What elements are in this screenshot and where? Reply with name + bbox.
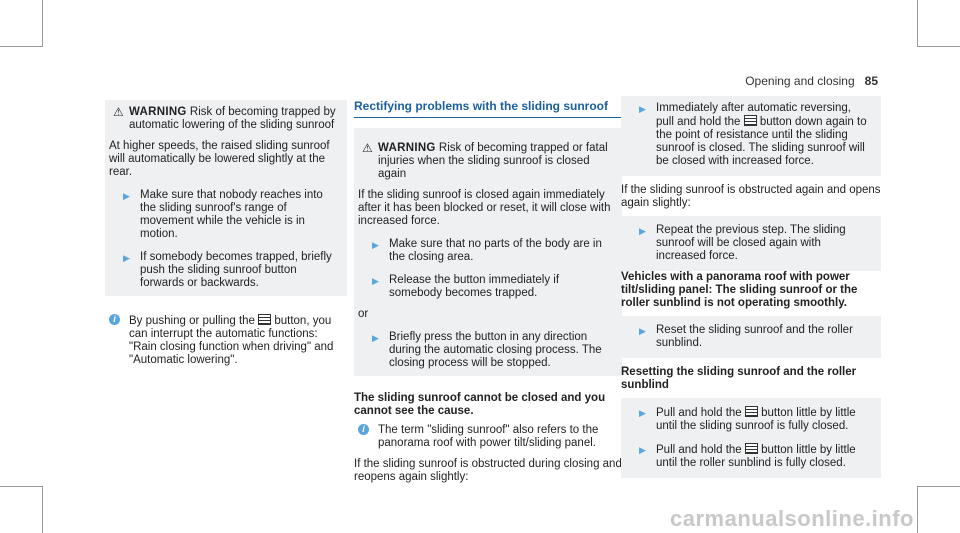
- warning-box: ⚠ WARNING Risk of becoming trapped by au…: [105, 100, 347, 296]
- paragraph: If the sliding sunroof is obstructed dur…: [354, 458, 622, 483]
- chapter-title: Opening and closing: [745, 74, 855, 88]
- note-text-prefix: By pushing or pulling the: [129, 315, 255, 327]
- step-item: ▶ If somebody becomes trapped, briefly p…: [123, 251, 337, 290]
- crop-mark: [42, 486, 43, 533]
- note-text-suffix: button, you can interrupt the automatic …: [129, 315, 334, 366]
- warning-text: Risk of becoming trapped by automatic lo…: [129, 106, 336, 131]
- step-box: ▶ Repeat the previous step. The sliding …: [621, 216, 881, 271]
- step-item: ▶ Release the button immediately if some…: [372, 274, 612, 300]
- column-1: ⚠ WARNING Risk of becoming trapped by au…: [105, 100, 347, 367]
- step-text-suffix: button little by little until the slidin…: [656, 407, 856, 432]
- step-item: ▶ Make sure that nobody reaches into the…: [123, 189, 337, 241]
- step-text: Briefly press the button in any directio…: [389, 331, 602, 369]
- step-text-prefix: Pull and hold the: [656, 444, 742, 456]
- step-item: ▶ Repeat the previous step. The sliding …: [639, 224, 871, 263]
- crop-mark: [42, 0, 43, 47]
- subheading: Resetting the sliding sunroof and the ro…: [621, 366, 857, 391]
- step-item: ▶ Pull and hold the button little by lit…: [639, 443, 871, 470]
- sunroof-button-icon: [744, 406, 758, 417]
- step-arrow-icon: ▶: [639, 226, 646, 236]
- step-arrow-icon: ▶: [123, 253, 130, 263]
- paragraph: At higher speeds, the raised sliding sun…: [109, 140, 330, 178]
- step-text: Make sure that no parts of the body are …: [389, 238, 602, 263]
- step-item: ▶ Make sure that no parts of the body ar…: [372, 238, 612, 264]
- warning-label: WARNING: [378, 142, 436, 154]
- subheading: The sliding sunroof cannot be closed and…: [354, 392, 606, 417]
- note: i By pushing or pulling the button, you …: [105, 314, 347, 367]
- sunroof-button-icon: [258, 314, 272, 325]
- paragraph: If the sliding sunroof is closed again i…: [358, 189, 611, 227]
- step-text-prefix: Pull and hold the: [656, 407, 742, 419]
- crop-mark: [917, 0, 918, 47]
- step-item: ▶ Reset the sliding sunroof and the roll…: [639, 324, 871, 350]
- section-heading: Rectifying problems with the sliding sun…: [354, 100, 622, 118]
- step-item: ▶ Briefly press the button in any direct…: [372, 331, 612, 370]
- page-number: 85: [864, 74, 878, 88]
- step-box: ▶ Reset the sliding sunroof and the roll…: [621, 316, 881, 358]
- warning-heading: ⚠ WARNING Risk of becoming trapped or fa…: [362, 134, 612, 181]
- sunroof-button-icon: [744, 443, 758, 454]
- step-arrow-icon: ▶: [372, 240, 379, 250]
- column-3: ▶ Immediately after automatic reversing,…: [621, 96, 881, 478]
- page-header: Opening and closing 85: [745, 75, 878, 88]
- step-box: ▶ Immediately after automatic reversing,…: [621, 96, 881, 176]
- step-text-suffix: button little by little until the roller…: [656, 444, 856, 469]
- crop-mark: [917, 486, 918, 533]
- warning-heading: ⚠ WARNING Risk of becoming trapped by au…: [113, 106, 337, 132]
- bold-paragraph: Vehicles with a panorama roof with power…: [621, 271, 858, 309]
- warning-text: Risk of becoming trapped or fatal injuri…: [378, 142, 608, 180]
- step-text: Make sure that nobody reaches into the s…: [140, 189, 323, 240]
- step-item: ▶ Pull and hold the button little by lit…: [639, 406, 871, 433]
- crop-mark: [0, 486, 42, 487]
- step-arrow-icon: ▶: [639, 326, 646, 336]
- warning-box: ⚠ WARNING Risk of becoming trapped or fa…: [354, 128, 622, 376]
- sunroof-button-icon: [743, 115, 757, 126]
- crop-mark: [917, 486, 960, 487]
- step-text: If somebody becomes trapped, briefly pus…: [140, 251, 332, 289]
- warning-label: WARNING: [129, 106, 187, 118]
- step-box: ▶ Pull and hold the button little by lit…: [621, 398, 881, 478]
- or-text: or: [358, 308, 369, 320]
- step-arrow-icon: ▶: [123, 191, 130, 201]
- crop-mark: [0, 46, 42, 47]
- step-text: Repeat the previous step. The sliding su…: [656, 224, 846, 262]
- step-arrow-icon: ▶: [639, 104, 646, 114]
- note: i The term "sliding sunroof" also refers…: [354, 424, 622, 450]
- step-arrow-icon: ▶: [372, 333, 379, 343]
- step-item: ▶ Immediately after automatic reversing,…: [639, 102, 871, 168]
- step-arrow-icon: ▶: [639, 445, 646, 455]
- info-icon: i: [109, 314, 120, 325]
- step-text-suffix: button down again to the point of resist…: [656, 116, 867, 167]
- crop-mark: [917, 46, 960, 47]
- watermark: carmanualsonline.info: [670, 506, 914, 531]
- step-text-prefix: Immediately after automatic reversing, p…: [656, 102, 851, 128]
- step-arrow-icon: ▶: [372, 276, 379, 286]
- paragraph: If the sliding sunroof is obstructed aga…: [621, 184, 881, 209]
- step-text: Release the button immediately if somebo…: [389, 274, 560, 299]
- note-text: The term "sliding sunroof" also refers t…: [378, 424, 599, 449]
- info-icon: i: [358, 424, 369, 435]
- step-arrow-icon: ▶: [639, 408, 646, 418]
- warning-triangle-icon: ⚠: [113, 105, 124, 119]
- warning-triangle-icon: ⚠: [362, 141, 373, 155]
- step-text: Reset the sliding sunroof and the roller…: [656, 324, 853, 349]
- column-2: Rectifying problems with the sliding sun…: [354, 100, 622, 484]
